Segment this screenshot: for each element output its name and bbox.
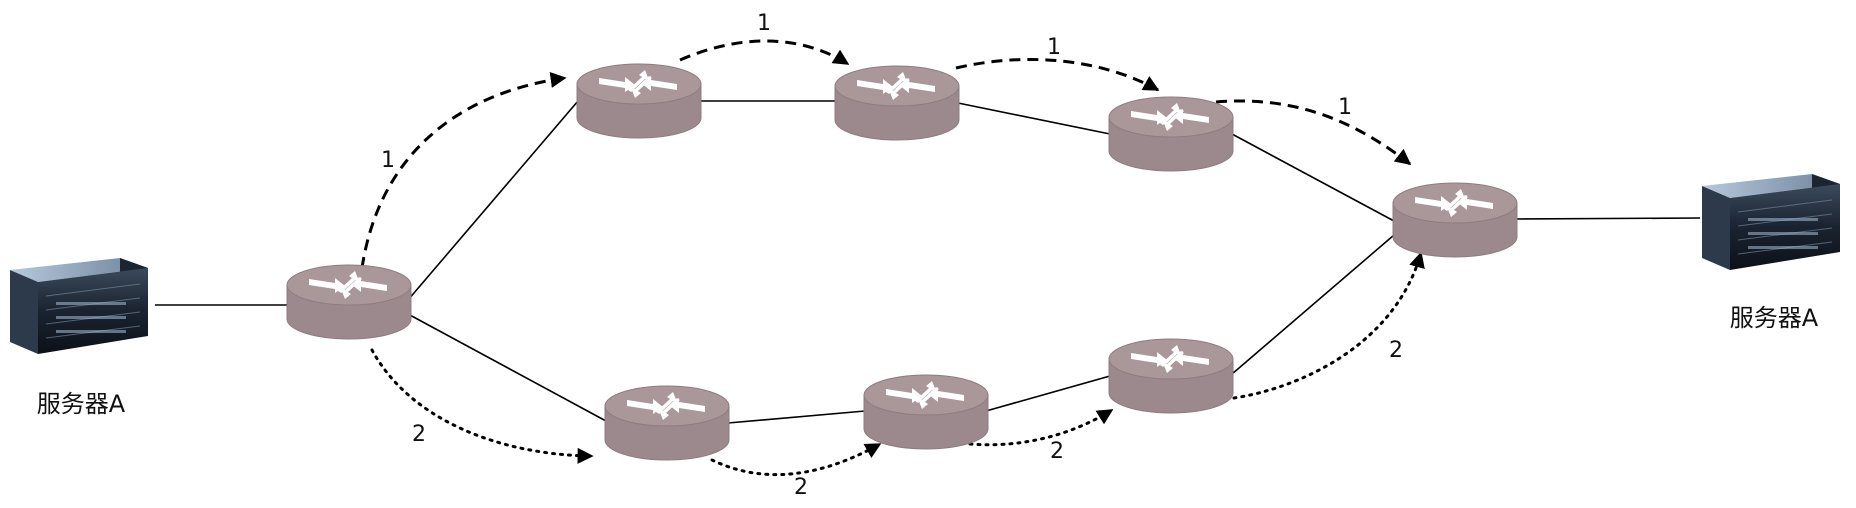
path-2-arrow-l-b1 xyxy=(370,348,594,464)
link-router-r-to-server-right xyxy=(1515,217,1701,220)
routers xyxy=(286,63,1518,461)
path-2-arrow-b2-b3 xyxy=(968,408,1114,447)
path-2-arrow-b1-b2 xyxy=(710,442,882,477)
path-1-arrow-l-t1 xyxy=(360,72,567,269)
path-2-label-4: 2 xyxy=(1389,338,1403,363)
path-1-arrow-t3-r xyxy=(1215,99,1412,166)
router-t1 xyxy=(576,63,702,139)
router-r xyxy=(1392,182,1518,258)
router-t3 xyxy=(1108,96,1234,172)
router-t2 xyxy=(834,65,960,141)
path-labels: 1 1 1 1 2 2 2 2 xyxy=(381,11,1403,500)
link-router-l-to-router-t1 xyxy=(407,100,579,301)
path-1-label-4: 1 xyxy=(1338,95,1352,120)
router-b1 xyxy=(604,385,730,461)
path-1-arrows xyxy=(360,39,1412,269)
link-router-t3-to-router-r xyxy=(1231,133,1395,222)
link-router-b3-to-router-r xyxy=(1231,234,1395,375)
path-2-label-3: 2 xyxy=(1050,439,1064,464)
router-b3 xyxy=(1108,338,1234,414)
router-b2 xyxy=(863,374,989,450)
link-router-b2-to-router-b3 xyxy=(985,375,1111,412)
server-left-icon xyxy=(9,257,149,355)
server-right-label: 服务器A xyxy=(1730,304,1819,332)
path-2-label-1: 2 xyxy=(412,422,426,447)
server-right-icon xyxy=(1701,173,1841,271)
path-1-label-2: 1 xyxy=(757,11,771,36)
path-2-arrows xyxy=(370,251,1425,477)
link-router-l-to-router-b1 xyxy=(407,313,607,422)
path-2-arrow-b3-r xyxy=(1232,251,1425,400)
path-1-arrow-t1-t2 xyxy=(679,39,850,66)
server-left-label: 服务器A xyxy=(37,390,126,418)
path-2-label-2: 2 xyxy=(794,475,808,500)
network-links xyxy=(155,100,1701,424)
path-1-label-1: 1 xyxy=(381,148,395,173)
path-1-arrow-t2-t3 xyxy=(955,57,1160,92)
router-l xyxy=(286,264,412,340)
link-router-b1-to-router-b2 xyxy=(727,410,866,424)
link-router-t2-to-router-t3 xyxy=(957,102,1111,135)
path-1-label-3: 1 xyxy=(1047,35,1061,60)
